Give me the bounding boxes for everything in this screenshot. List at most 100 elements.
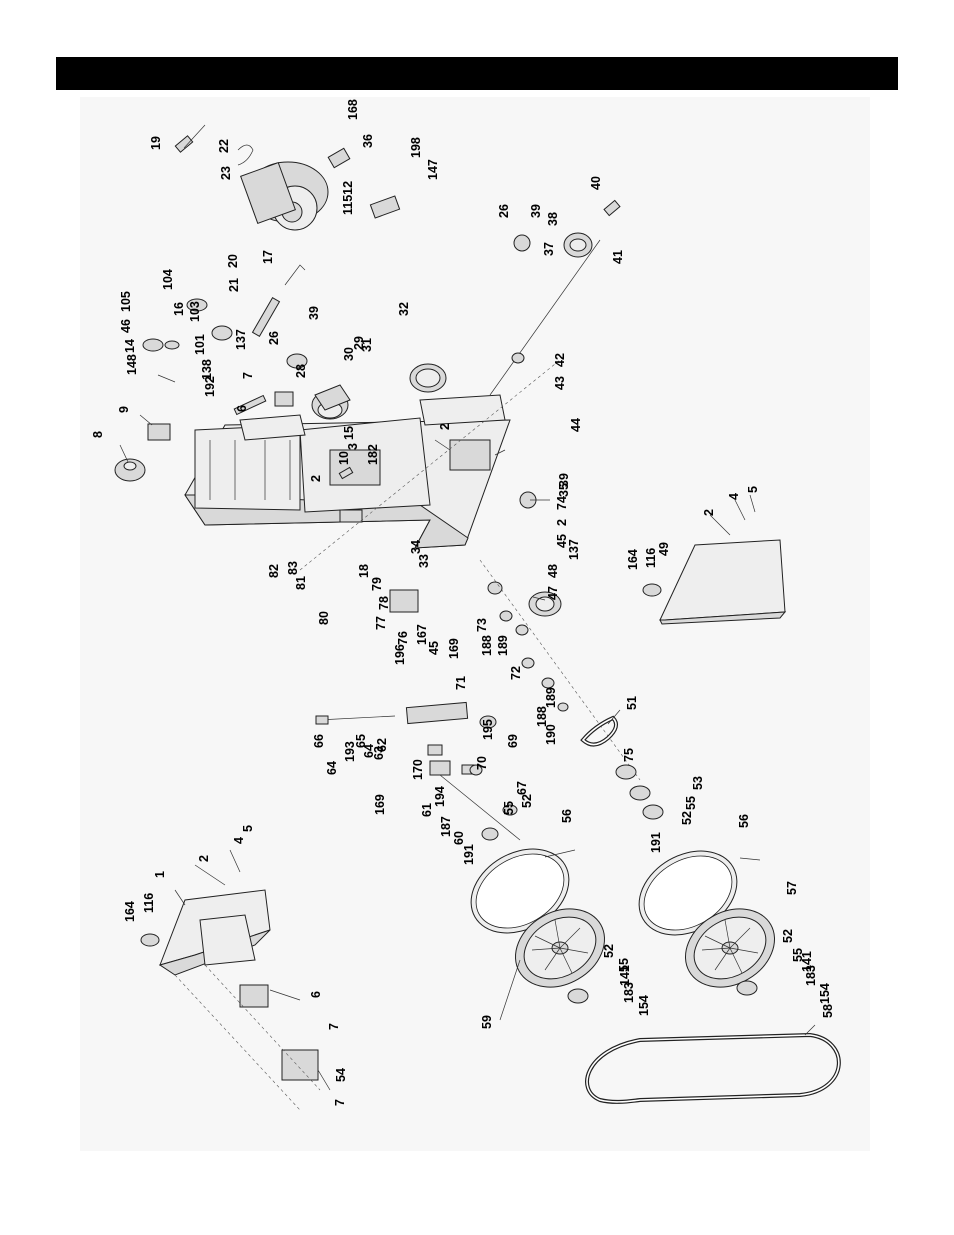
part-label: 54 — [334, 1068, 348, 1082]
part-label: 73 — [475, 618, 489, 632]
part-label: 147 — [426, 159, 440, 180]
part-label: 66 — [312, 734, 326, 748]
part-label: 2 — [555, 519, 569, 526]
part-label: 55 — [502, 801, 516, 815]
part-label: 19 — [149, 136, 163, 150]
part-label: 45 — [427, 641, 441, 655]
part-label: 72 — [509, 666, 523, 680]
part-label: 164 — [626, 549, 640, 570]
part-label: 7 — [241, 372, 255, 379]
part-label: 80 — [317, 611, 331, 625]
part-label: 116 — [142, 893, 156, 913]
part-label: 23 — [219, 166, 233, 180]
part-label: 189 — [544, 687, 558, 708]
part-label: 103 — [188, 301, 202, 322]
part-label: 46 — [119, 319, 133, 333]
part-label: 3 — [346, 443, 360, 450]
part-label: 77 — [374, 616, 388, 630]
part-label: 63 — [372, 746, 386, 760]
part-label: 51 — [625, 696, 639, 710]
part-label: 183 — [804, 965, 818, 986]
part-label: 41 — [611, 250, 625, 264]
left-door — [140, 889, 321, 1111]
part-label: 35 — [557, 483, 571, 497]
part-label: 47 — [546, 586, 560, 600]
part-label: 14 — [123, 339, 137, 353]
part-label: 148 — [125, 354, 139, 375]
part-label: 11512 — [341, 181, 355, 215]
part-label: 5 — [746, 486, 760, 493]
part-label: 70 — [475, 756, 489, 770]
part-label: 169 — [373, 794, 387, 815]
part-label: 16 — [172, 302, 186, 316]
part-label: 36 — [361, 134, 375, 148]
header-bar — [56, 57, 898, 90]
part-label: 5 — [241, 825, 255, 832]
part-label: 31 — [360, 338, 374, 352]
part-label: 167 — [415, 624, 429, 645]
part-label: 52 — [781, 929, 795, 943]
part-label: 74 — [555, 496, 569, 510]
part-label: 101 — [193, 334, 207, 355]
part-label: 49 — [657, 542, 671, 556]
part-label: 7 — [333, 1099, 347, 1106]
part-label: 44 — [569, 418, 583, 432]
part-label: 195 — [481, 719, 495, 740]
part-label: 141 — [618, 965, 632, 986]
part-label: 75 — [622, 748, 636, 762]
part-label: 62 — [375, 738, 389, 752]
part-label: 81 — [294, 576, 308, 590]
part-label: 57 — [785, 881, 799, 895]
part-label: 37 — [542, 242, 556, 256]
part-label: 137 — [234, 329, 248, 350]
part-label: 154 — [818, 983, 832, 1004]
part-label: 187 — [439, 816, 453, 837]
part-label: 59 — [480, 1015, 494, 1029]
part-label: 21 — [227, 278, 241, 292]
part-label: 2 — [309, 475, 323, 482]
part-label: 138 — [200, 359, 214, 380]
part-label: 4 — [727, 493, 741, 500]
right-shaft-assembly — [489, 199, 621, 396]
part-label: 39 — [529, 204, 543, 218]
main-frame — [184, 394, 511, 549]
part-label: 6 — [309, 991, 323, 998]
part-label: 56 — [737, 814, 751, 828]
part-label: 65 — [354, 734, 368, 748]
part-label: 55 — [791, 948, 805, 962]
part-label: 32 — [397, 302, 411, 316]
part-label: 164 — [123, 901, 137, 922]
part-label: 141 — [800, 951, 814, 972]
part-label: 192 — [203, 376, 217, 397]
small-hubs — [615, 764, 664, 820]
part-label: 45 — [555, 534, 569, 548]
part-label: 42 — [553, 353, 567, 367]
band-wheels — [514, 908, 776, 1004]
part-label: 10 — [337, 451, 351, 465]
part-label: 34 — [409, 540, 423, 554]
part-label: 55 — [617, 958, 631, 972]
part-label: 2 — [197, 855, 211, 862]
part-label: 64 — [325, 761, 339, 775]
motor — [240, 161, 329, 231]
part-label: 188 — [480, 635, 494, 656]
part-label: 137 — [567, 539, 581, 560]
part-label: 76 — [396, 631, 410, 645]
tires — [470, 848, 738, 936]
part-label: 52 — [602, 944, 616, 958]
part-label: 4 — [232, 837, 246, 844]
part-label: 26 — [497, 204, 511, 218]
part-label: 191 — [462, 844, 476, 865]
part-label: 168 — [346, 99, 360, 120]
part-label: 40 — [589, 176, 603, 190]
part-label: 196 — [393, 644, 407, 665]
part-label: 7 — [327, 1023, 341, 1030]
part-label: 29 — [352, 336, 366, 350]
part-label: 17 — [261, 250, 275, 264]
part-label: 39 — [557, 473, 571, 487]
part-label: 53 — [691, 776, 705, 790]
part-label: 52 — [520, 794, 534, 808]
part-label: 30 — [342, 347, 356, 361]
part-label: 39 — [307, 306, 321, 320]
